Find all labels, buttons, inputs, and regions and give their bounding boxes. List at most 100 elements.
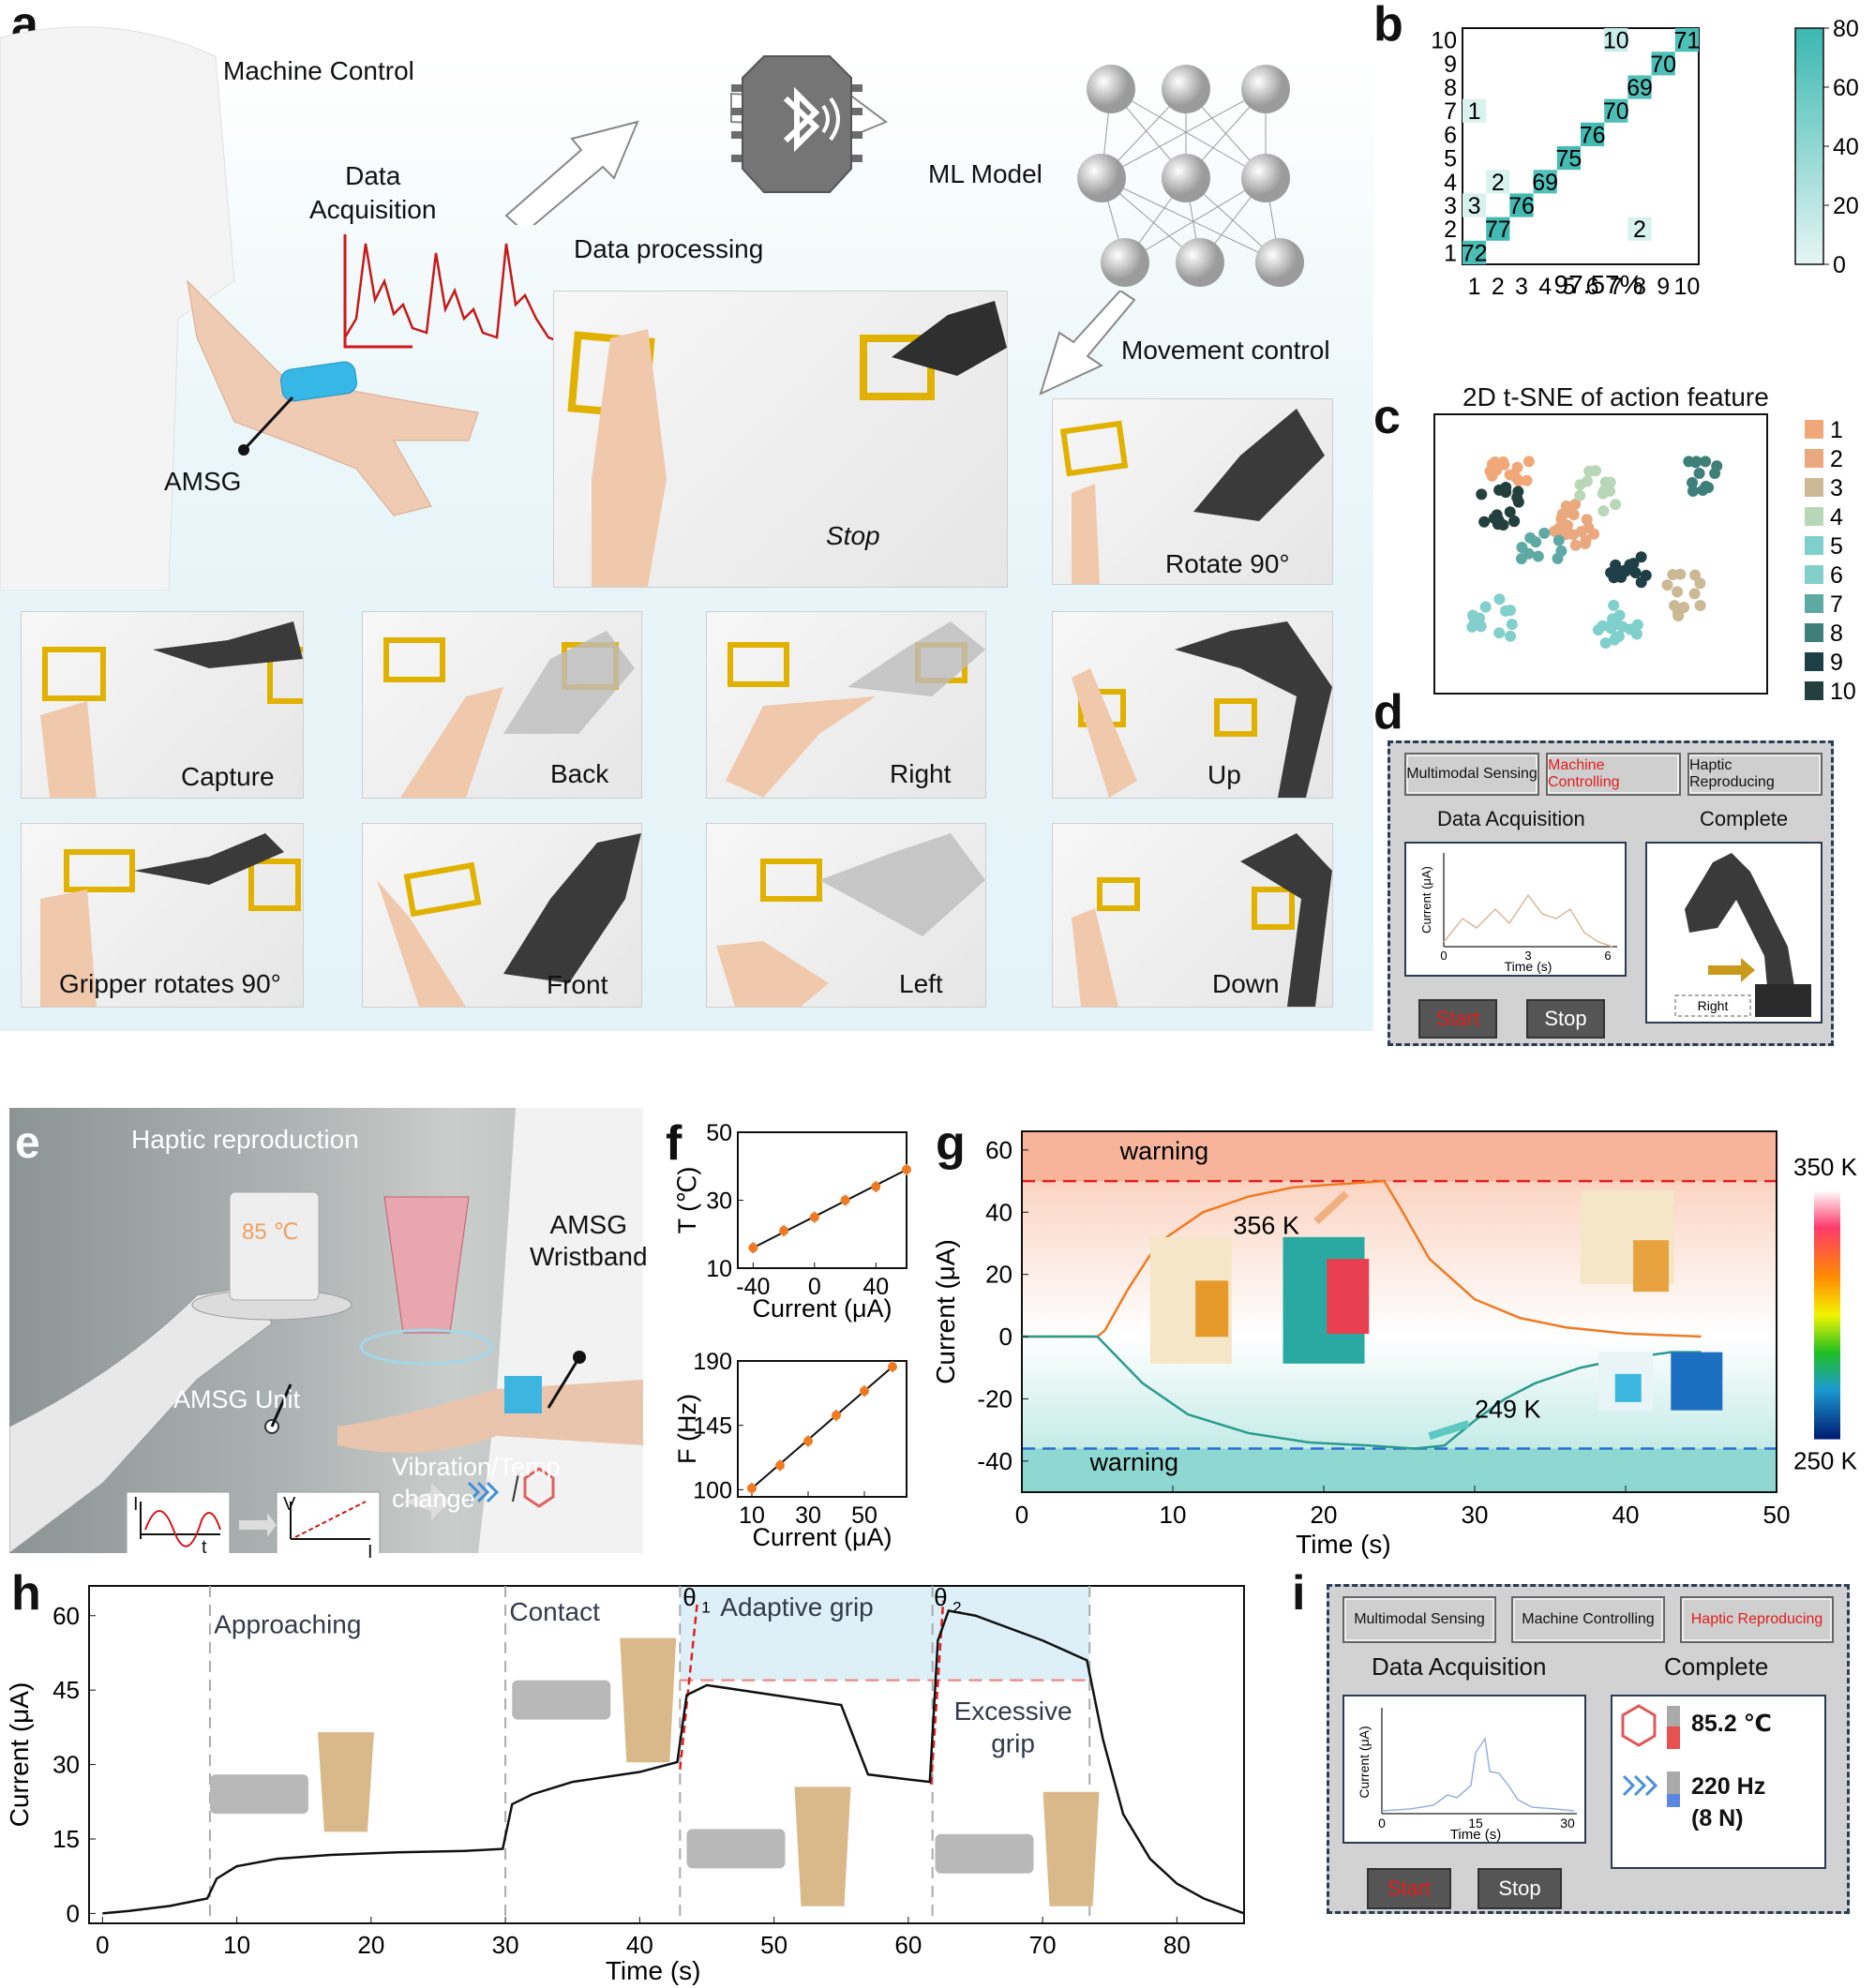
mini-plot-t-label: t [202, 1537, 207, 1558]
f-bottom-ytick-190: 190 [693, 1349, 732, 1375]
gesture-label-right: Right [890, 759, 952, 788]
gui-d-robot-view: Right [1645, 842, 1822, 1024]
colorbar-tick-60: 60 [1833, 75, 1859, 101]
h-ytick-0: 0 [67, 1899, 80, 1927]
tsne-point-cluster-8 [1687, 486, 1699, 498]
gesture-label-down: Down [1212, 969, 1280, 998]
f-bottom-ytick-145: 145 [693, 1413, 732, 1440]
tsne-legend-swatch-7 [1805, 594, 1823, 613]
start-button[interactable]: Start [1418, 999, 1497, 1039]
stop-button[interactable]: Stop [1478, 1868, 1562, 1909]
start-button[interactable]: Start [1367, 1868, 1451, 1909]
tsne-point-cluster-9 [1610, 559, 1622, 571]
gesture-photo-gripper: Gripper rotates 90° [21, 823, 304, 1008]
g-xtick-50: 50 [1763, 1501, 1791, 1529]
tsne-point-cluster-8 [1683, 456, 1695, 468]
tsne-point-cluster-2 [1553, 522, 1566, 534]
ml-model-label: ML Model [928, 159, 1042, 188]
gesture-label-left: Left [899, 969, 943, 998]
tab-haptic-reproducing[interactable]: Haptic Reproducing [1688, 753, 1822, 796]
stop-caption: Stop [826, 521, 880, 550]
machine-control-label: Machine Control [223, 56, 414, 85]
f-bottom-ylabel: F (Hz) [673, 1394, 701, 1464]
g-inset-thermal-cold [1671, 1352, 1723, 1411]
tab-machine-controlling[interactable]: Machine Controlling [1511, 1596, 1665, 1643]
tsne-point-cluster-2 [1581, 514, 1593, 526]
heatmap-xtick-3: 3 [1515, 274, 1528, 300]
gesture-label-back: Back [550, 759, 609, 788]
colorbar-tick-40: 40 [1833, 134, 1859, 160]
tab-multimodal-sensing[interactable]: Multimodal Sensing [1342, 1596, 1496, 1643]
tsne-point-cluster-2 [1568, 529, 1580, 541]
f-top-ylabel: T (℃) [673, 1167, 701, 1234]
tsne-legend-swatch-10 [1805, 681, 1823, 700]
tsne-point-cluster-1 [1504, 469, 1516, 481]
f-top-point [871, 1182, 881, 1191]
gui-d-xtick-1: 3 [1524, 949, 1531, 963]
tsne-point-cluster-1 [1521, 474, 1533, 486]
h-cup-0 [317, 1732, 374, 1832]
heatmap-cell-value-0: 72 [1462, 240, 1488, 266]
heatmap-cell-0 [1462, 240, 1487, 264]
gui-d-direction-label: Right [1698, 998, 1729, 1013]
g-ytick-40: 40 [985, 1198, 1012, 1226]
tab-multimodal-sensing[interactable]: Multimodal Sensing [1404, 753, 1539, 796]
f-top-ytick-10: 10 [706, 1256, 732, 1282]
h-xtick-20: 20 [357, 1931, 384, 1959]
tsne-legend-swatch-6 [1805, 565, 1823, 584]
heatmap-cell-value-3: 76 [1508, 193, 1535, 219]
g-series-1 [1022, 1335, 1702, 1450]
tsne-point-cluster-4 [1599, 476, 1612, 488]
tsne-point-cluster-5 [1599, 637, 1612, 650]
vibration-temp-label: Vibration/Temp change [392, 1453, 561, 1513]
stop-button[interactable]: Stop [1526, 999, 1605, 1039]
g-ytick--40: -40 [977, 1447, 1012, 1475]
gesture-photo-back: Back [362, 611, 642, 799]
h-xtick-70: 70 [1029, 1931, 1057, 1959]
tsne-legend-label-10: 10 [1830, 679, 1856, 705]
tsne-legend-swatch-5 [1805, 536, 1823, 555]
h-gripper-2 [686, 1829, 786, 1869]
heatmap-ytick-1: 1 [1444, 240, 1457, 266]
tab-machine-controlling[interactable]: Machine Controlling [1546, 753, 1681, 796]
f-top-point [902, 1164, 911, 1174]
tsne-point-cluster-9 [1615, 571, 1628, 583]
gui-i-left-title: Data Acquisition [1372, 1652, 1547, 1681]
tsne-point-cluster-3 [1672, 586, 1684, 598]
frequency-readout: 220 Hz [1691, 1773, 1766, 1800]
h-xtick-60: 60 [894, 1931, 922, 1959]
heatmap-cell-7 [1581, 122, 1605, 146]
tsne-point-cluster-5 [1607, 613, 1619, 625]
mini-plot-v-label: V [283, 1494, 296, 1515]
tsne-legend-swatch-3 [1805, 478, 1823, 497]
panel-label-c: c [1373, 390, 1401, 444]
heatmap-ytick-4: 4 [1444, 170, 1457, 196]
tsne-legend-label-3: 3 [1830, 475, 1843, 501]
h-approaching-label: Approaching [214, 1609, 361, 1638]
h-theta2: θ [934, 1583, 947, 1611]
tab-haptic-reproducing[interactable]: Haptic Reproducing [1680, 1596, 1834, 1643]
tsne-legend-swatch-9 [1805, 652, 1823, 671]
gesture-label-capture: Capture [181, 762, 275, 791]
g-ytick--20: -20 [977, 1384, 1012, 1413]
neural-network-diagram [1077, 65, 1304, 287]
g-warning-band-top [1022, 1131, 1777, 1182]
tsne-point-cluster-7 [1552, 552, 1564, 564]
f-bottom-xtick-30: 30 [795, 1502, 821, 1529]
heatmap-cell-13 [1604, 28, 1628, 52]
colorbar-tick-0: 0 [1833, 252, 1846, 278]
gesture-photo-front: Front [362, 823, 642, 1008]
f-top-xtick-40: 40 [862, 1274, 889, 1300]
heatmap-cell-value-8: 1 [1468, 98, 1481, 125]
gesture-label-up: Up [1208, 760, 1241, 789]
g-inset-thermal-core [1327, 1259, 1370, 1335]
heatmap-cell-value-7: 76 [1580, 122, 1606, 148]
tsne-point-cluster-9 [1635, 576, 1647, 589]
tsne-point-cluster-5 [1631, 619, 1643, 631]
arrow-to-movement [1039, 291, 1136, 396]
f-top-point [748, 1243, 758, 1253]
tsne-point-cluster-6 [1506, 619, 1518, 631]
heatmap-xtick-4: 4 [1538, 274, 1552, 300]
heatmap-cell-value-12: 71 [1673, 28, 1700, 54]
gui-i-feedback-panel: 85.2 ℃ 220 Hz (8 N) [1611, 1695, 1826, 1869]
